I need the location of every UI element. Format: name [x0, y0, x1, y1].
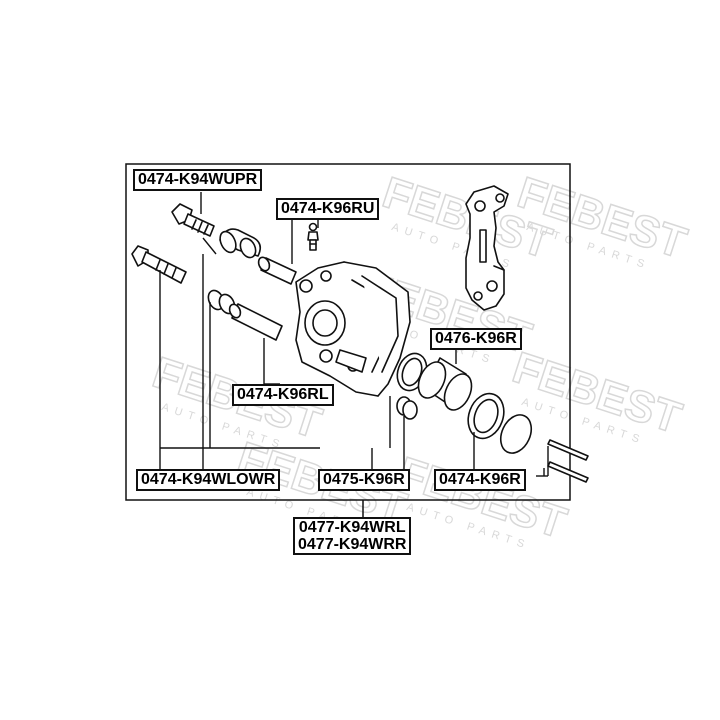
label-0474-k96rl: 0474-K96RL	[232, 384, 334, 406]
parts-group	[131, 185, 589, 483]
caliper-bracket	[465, 185, 509, 311]
upper-guide-bolt	[171, 203, 215, 237]
label-0474-k96r: 0474-K96R	[434, 469, 526, 491]
upper-slide-pin	[257, 256, 297, 285]
label-0477-k94wrr: 0477-K94WRR	[298, 536, 407, 553]
bleeder-screw	[307, 222, 319, 251]
lower-guide-bolt	[131, 245, 187, 284]
retaining-ring	[499, 414, 533, 454]
upper-dust-boot	[219, 228, 262, 259]
caliper-body	[295, 261, 411, 397]
label-0474-k94wlowr: 0474-K94WLOWR	[136, 469, 281, 491]
label-assembly: 0477-K94WRL 0477-K94WRR	[293, 517, 412, 555]
label-0474-k94wupr: 0474-K94WUPR	[133, 169, 263, 191]
piston-boot	[467, 392, 505, 440]
label-0476-k96r: 0476-K96R	[430, 328, 522, 350]
lower-slide-pin	[228, 303, 283, 341]
piston	[417, 357, 473, 411]
label-0477-k94wrl: 0477-K94WRL	[298, 519, 406, 536]
leader-lines	[159, 192, 549, 477]
small-boot	[396, 396, 418, 420]
label-0474-k96ru: 0474-K96RU	[276, 198, 380, 220]
label-0475-k96r: 0475-K96R	[318, 469, 410, 491]
pad-pins	[547, 439, 589, 483]
assembly-frame	[125, 163, 571, 501]
